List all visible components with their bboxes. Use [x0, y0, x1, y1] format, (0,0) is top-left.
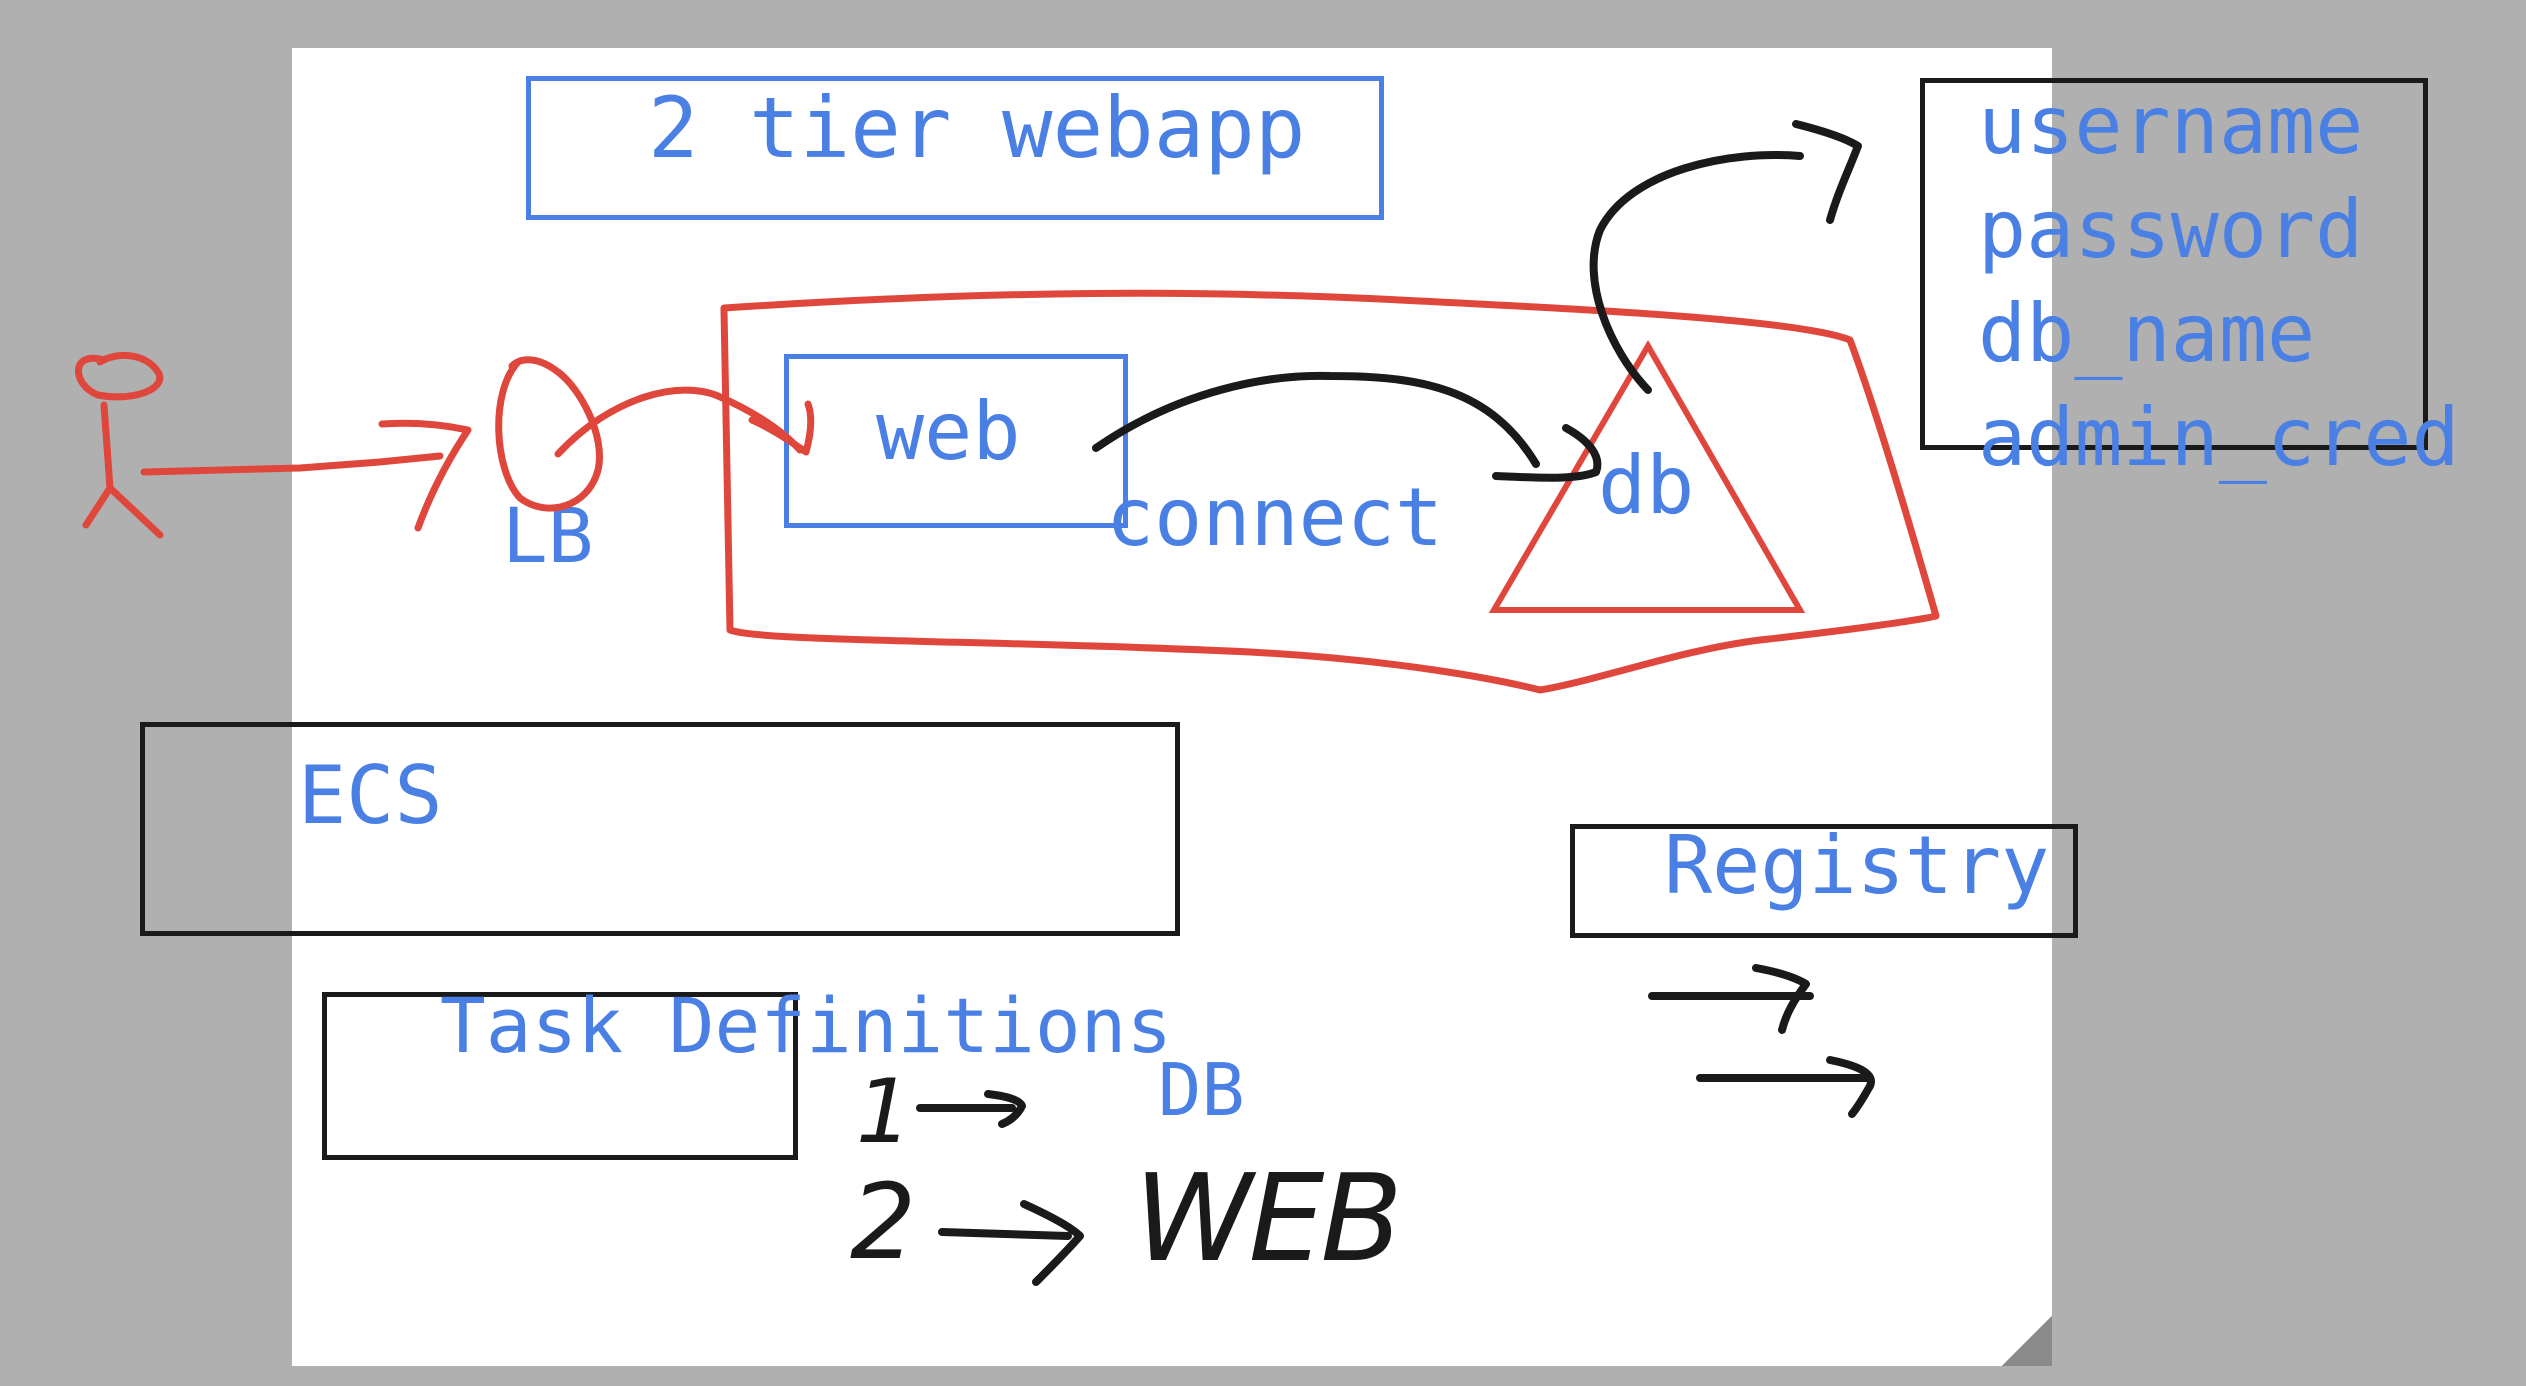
handwritten-number-2: 2	[850, 1161, 917, 1283]
title-box	[526, 76, 1384, 220]
web-label: web	[876, 385, 1021, 478]
credential-username: username	[1978, 79, 2364, 172]
diagram-title: 2 tier webapp	[648, 79, 1306, 177]
credential-admin-cred: admin_cred	[1978, 391, 2460, 484]
lb-label: LB	[502, 491, 594, 580]
handwritten-web-note: WEB	[1134, 1150, 1403, 1289]
registry-box	[1570, 824, 2078, 938]
db-task-label: DB	[1158, 1048, 1245, 1132]
registry-label: Registry	[1664, 819, 2050, 912]
credential-db-name: db_name	[1978, 287, 2316, 380]
ecs-label: ECS	[298, 749, 443, 842]
task-definitions-label: Task Definitions	[440, 981, 1173, 1070]
handwritten-number-1: 1	[856, 1060, 912, 1163]
credential-password: password	[1978, 183, 2364, 276]
page-fold-corner	[2002, 1316, 2052, 1366]
credentials-box	[1920, 78, 2428, 450]
db-label: db	[1598, 439, 1695, 532]
task-definitions-box	[322, 992, 798, 1160]
ecs-box	[140, 722, 1180, 936]
connect-label: connect	[1106, 471, 1444, 564]
